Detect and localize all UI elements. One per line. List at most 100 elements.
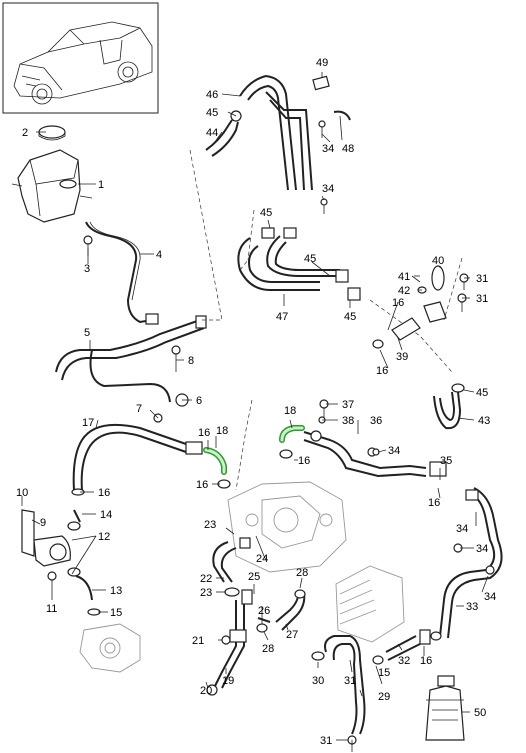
callout-41: 41 — [398, 271, 410, 283]
callout-4: 4 — [156, 249, 162, 261]
callout-18b: 18 — [284, 405, 296, 417]
callout-28b: 28 — [262, 643, 274, 655]
part-engine-block-sketch — [227, 481, 347, 573]
callout-34d: 34 — [388, 445, 400, 457]
vehicle-thumbnail — [2, 2, 159, 114]
callout-20: 20 — [200, 685, 212, 697]
dashed-leader — [239, 209, 255, 271]
callout-40: 40 — [432, 255, 444, 267]
callout-16g: 16 — [376, 365, 388, 377]
callout-31a: 31 — [344, 675, 356, 687]
part-pipe-cluster-top — [205, 74, 351, 214]
callout-13: 13 — [110, 585, 122, 597]
part-hose-32 — [372, 629, 431, 665]
callout-34e: 34 — [322, 143, 334, 155]
part-hose-18-highlighted — [203, 425, 305, 475]
callout-31c: 31 — [476, 293, 488, 305]
callout-27: 27 — [286, 629, 298, 641]
callout-3: 3 — [84, 263, 90, 275]
callout-1: 1 — [98, 179, 104, 191]
callout-34f: 34 — [322, 183, 334, 195]
callout-45c: 45 — [260, 207, 272, 219]
callout-31b: 31 — [476, 273, 488, 285]
callout-50: 50 — [474, 707, 486, 719]
callout-17: 17 — [82, 417, 94, 429]
callout-5: 5 — [84, 327, 90, 339]
part-bolts — [347, 448, 495, 752]
callout-16e: 16 — [420, 655, 432, 667]
callout-34a: 34 — [484, 591, 496, 603]
part-pipe-33 — [430, 487, 503, 641]
callout-39: 39 — [396, 351, 408, 363]
callout-labels: 1 2 3 4 5 6 7 8 9 10 11 12 13 14 15 16 1… — [16, 57, 496, 747]
callout-46: 46 — [206, 89, 218, 101]
callout-leaders — [21, 72, 489, 741]
callout-43: 43 — [478, 415, 490, 427]
part-cap — [38, 125, 66, 141]
callout-45d: 45 — [304, 253, 316, 265]
callout-35: 35 — [440, 455, 452, 467]
callout-16h: 16 — [392, 297, 404, 309]
dashed-leader — [443, 257, 463, 321]
callout-33: 33 — [466, 601, 478, 613]
part-clamps-16 — [217, 339, 384, 489]
part-pipe-29 — [311, 635, 366, 735]
part-pipe-36 — [303, 399, 447, 478]
part-water-pump — [21, 509, 71, 590]
callout-28a: 28 — [296, 567, 308, 579]
callout-7: 7 — [136, 403, 142, 415]
part-oil-cooler-sketch — [335, 565, 405, 643]
part-hoses-12-15 — [67, 509, 101, 616]
part-fittings-39-42 — [391, 265, 469, 341]
callout-23a: 23 — [204, 519, 216, 531]
callout-34b: 34 — [476, 543, 488, 555]
part-hoses-25-28 — [241, 589, 306, 633]
part-small-fittings — [153, 345, 189, 423]
part-pipe-5 — [55, 315, 207, 403]
callout-38: 38 — [342, 415, 354, 427]
callout-45b: 45 — [206, 107, 218, 119]
callout-14: 14 — [100, 509, 112, 521]
dashed-leader — [235, 399, 253, 491]
callout-23b: 23 — [200, 587, 212, 599]
callout-45a: 45 — [476, 387, 488, 399]
callout-8: 8 — [188, 355, 194, 367]
callout-11: 11 — [46, 603, 57, 615]
callout-24: 24 — [256, 553, 268, 565]
callout-29: 29 — [378, 691, 390, 703]
callout-45e: 45 — [344, 311, 356, 323]
part-fittings-19-21 — [206, 600, 247, 696]
part-expansion-tank — [11, 149, 93, 223]
part-pipe-cluster-47 — [237, 227, 361, 301]
callout-2: 2 — [22, 127, 28, 139]
callout-36: 36 — [370, 415, 382, 427]
callout-16c: 16 — [196, 479, 208, 491]
callout-34c: 34 — [456, 523, 468, 535]
callout-37: 37 — [342, 399, 354, 411]
callout-47: 47 — [276, 311, 288, 323]
callout-12: 12 — [98, 531, 110, 543]
callout-6: 6 — [196, 395, 202, 407]
callout-30: 30 — [312, 675, 324, 687]
callout-19: 19 — [222, 675, 234, 687]
callout-16d: 16 — [298, 455, 310, 467]
callout-9: 9 — [40, 517, 46, 529]
callout-21: 21 — [192, 635, 204, 647]
callout-22: 22 — [200, 573, 212, 585]
callout-15a: 15 — [110, 607, 122, 619]
callout-48: 48 — [342, 143, 354, 155]
part-coolant-bottle — [425, 675, 465, 741]
callout-49: 49 — [316, 57, 328, 69]
callout-44: 44 — [206, 127, 218, 139]
callout-18a: 18 — [216, 425, 228, 437]
part-hose-43 — [433, 383, 465, 430]
callout-16b: 16 — [198, 427, 210, 439]
dashed-leader — [189, 149, 223, 321]
part-pipe-17 — [71, 423, 203, 496]
callout-15b: 15 — [378, 667, 390, 679]
callout-31d: 31 — [320, 735, 332, 747]
dashed-leader — [369, 299, 453, 373]
part-housing-sketch — [79, 623, 141, 673]
callout-32: 32 — [398, 655, 410, 667]
callout-42: 42 — [398, 285, 410, 297]
